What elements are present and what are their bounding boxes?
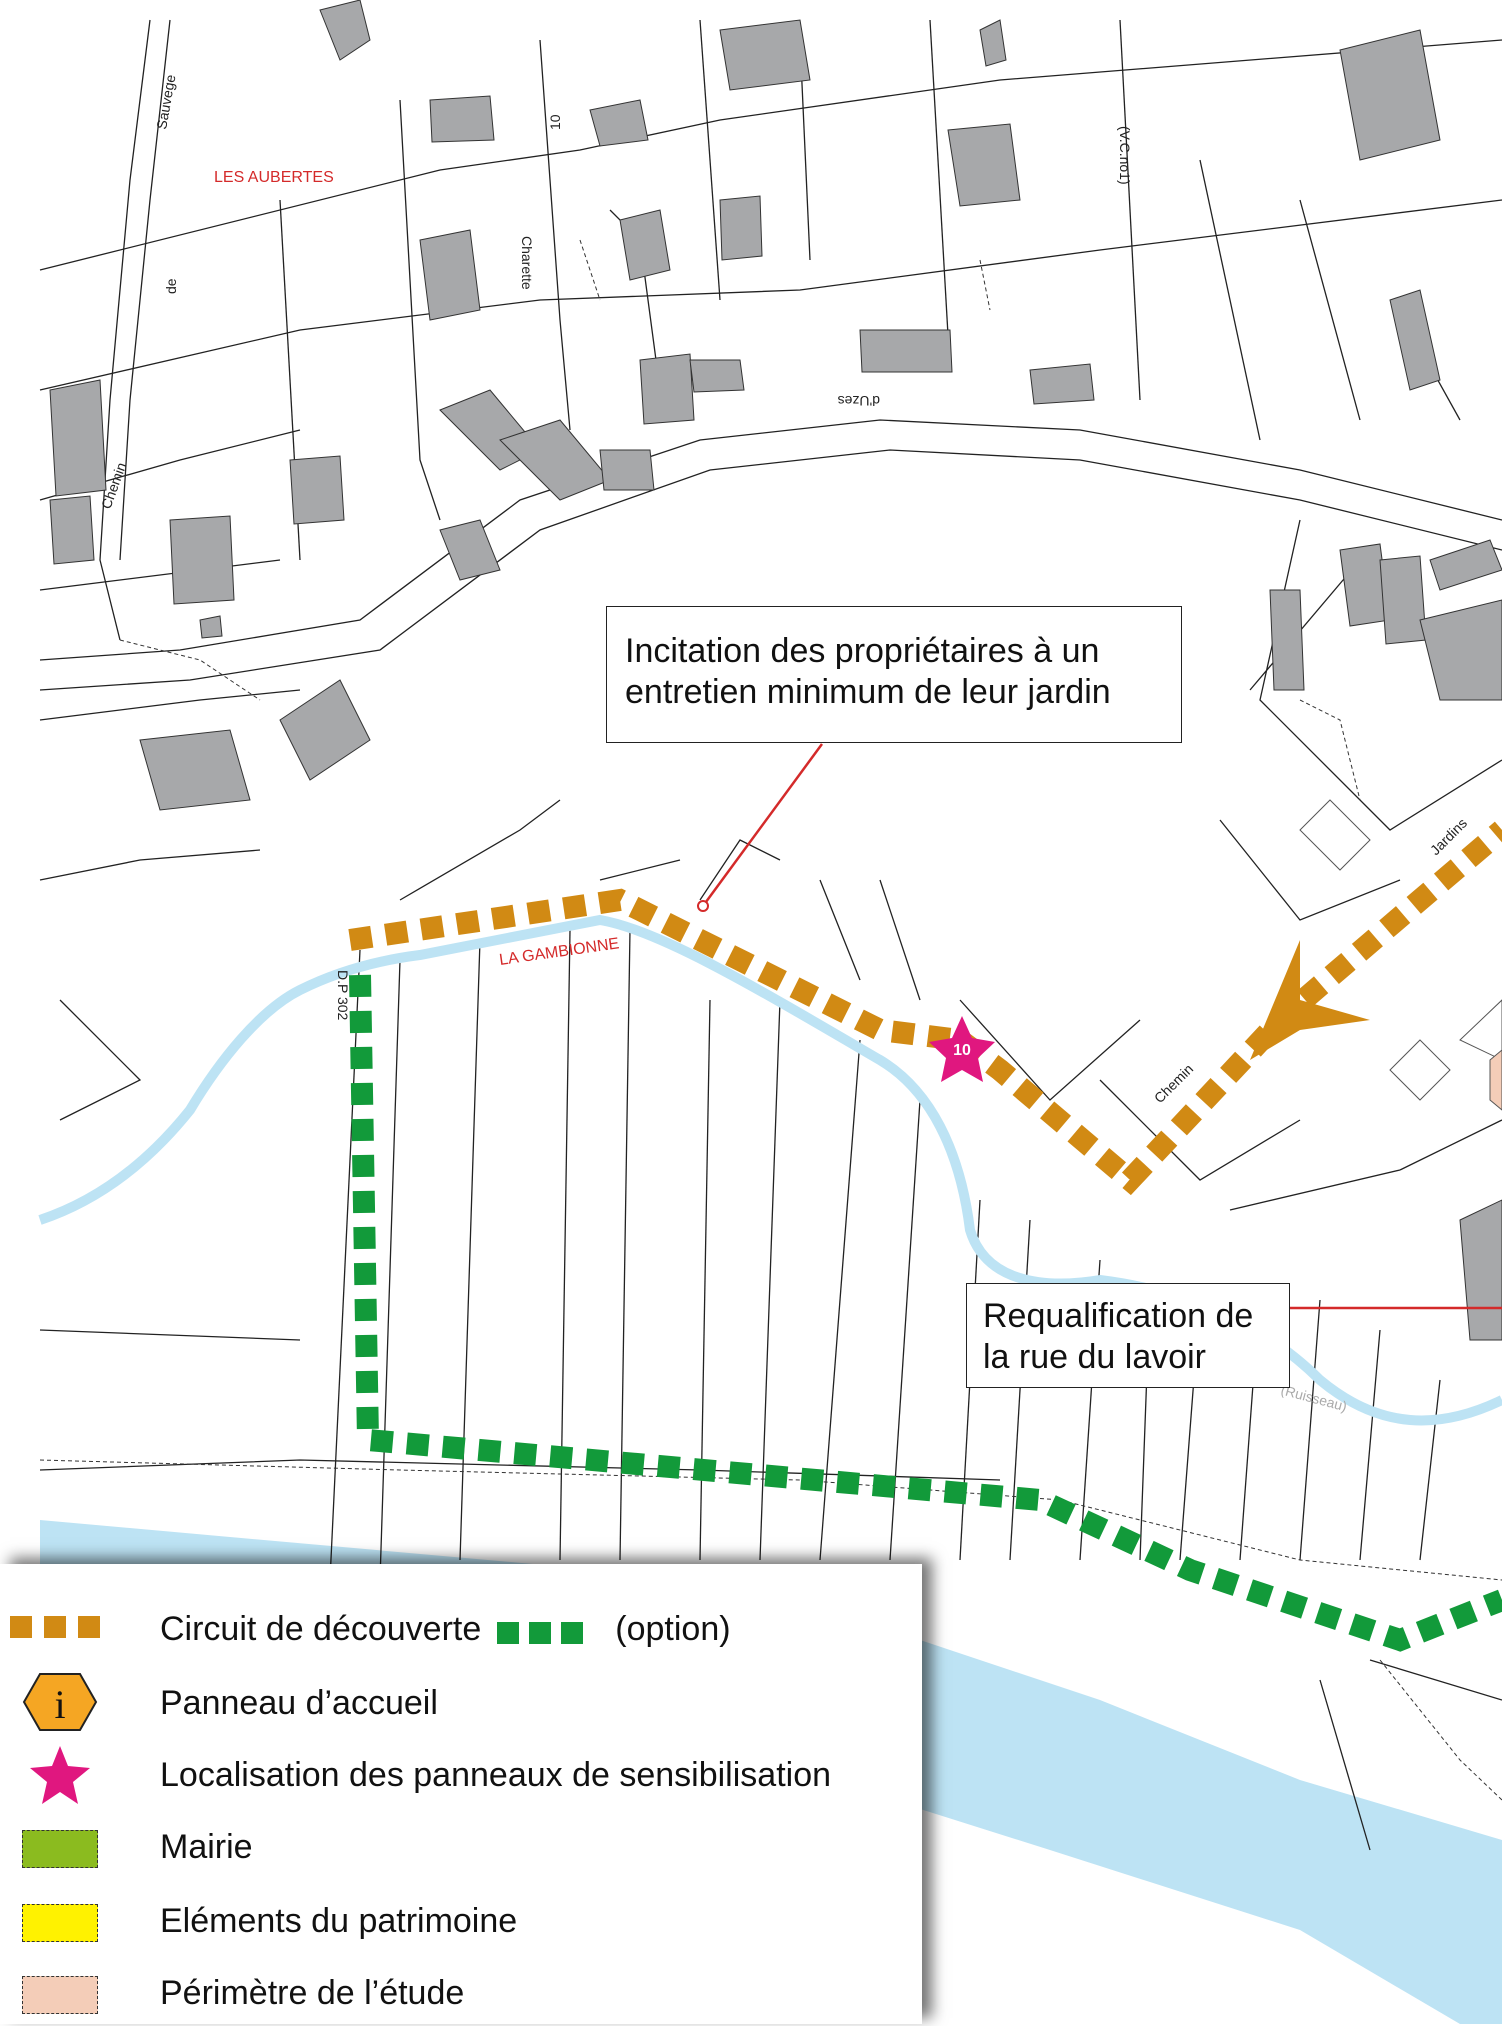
label-de: de (163, 278, 179, 294)
label-charette: Charette (519, 236, 535, 290)
legend-row-patrimoine: Eléments du patrimoine (0, 1884, 922, 1954)
label-ten: 10 (547, 114, 563, 130)
legend-perimetre-label: Périmètre de l’étude (160, 1974, 465, 2012)
heritage-building (1489, 1049, 1502, 1111)
parcel-lines (39, 19, 1502, 1851)
star-marker-number: 10 (953, 1042, 971, 1059)
legend-circuit-label: Circuit de découverte (160, 1610, 482, 1648)
circuit-decouverte (348, 821, 1502, 1196)
perimetre-swatch (22, 1976, 98, 2014)
label-duzes: d'Uzes (838, 393, 880, 409)
callout-lavoir: Requalification de la rue du lavoir (966, 1283, 1290, 1388)
callout-line-jardin (701, 743, 824, 907)
info-hexagon-icon: i (22, 1673, 98, 1731)
legend-sensibilisation-label: Localisation des panneaux de sensibilisa… (160, 1756, 832, 1794)
svg-text:i: i (54, 1682, 65, 1727)
option-swatch (497, 1612, 593, 1651)
legend-row-accueil: i Panneau d’accueil (0, 1666, 922, 1736)
legend-row-sensibilisation: Localisation des panneaux de sensibilisa… (0, 1738, 922, 1808)
legend-accueil-label: Panneau d’accueil (160, 1684, 438, 1722)
callout-anchor-jardin (697, 900, 709, 912)
callout-jardin-line1: Incitation des propriétaires à un (625, 632, 1100, 670)
mairie-swatch (22, 1830, 98, 1868)
legend-circuit-text: Circuit de découverte (option) (160, 1610, 731, 1651)
sensibilisation-star-marker (929, 1016, 995, 1082)
legend-mairie-label: Mairie (160, 1828, 253, 1866)
label-chemin-mid: Chemin (1151, 1061, 1196, 1106)
legend-patrimoine-label: Eléments du patrimoine (160, 1902, 518, 1940)
legend-row-mairie: Mairie (0, 1810, 922, 1880)
legend-option-label: (option) (615, 1610, 731, 1648)
legend-row-perimetre: Périmètre de l’étude (0, 1956, 922, 2026)
callout-jardin: Incitation des propriétaires à un entret… (606, 606, 1182, 743)
label-vc-no1: (V.C.no1) (1117, 126, 1133, 185)
legend-row-circuit: Circuit de découverte (option) (0, 1592, 922, 1662)
star-icon (30, 1746, 90, 1804)
callout-jardin-line2: entretien minimum de leur jardin (625, 672, 1111, 711)
callout-lavoir-line1: Requalification de (983, 1297, 1254, 1335)
legend-panel: Circuit de découverte (option) i Panneau … (0, 1564, 922, 2024)
label-dp302: D.P 302 (335, 970, 351, 1021)
patrimoine-swatch (22, 1904, 98, 1942)
label-sauvegarde: Sauvege (153, 73, 178, 130)
buildings (49, 0, 1502, 1341)
outlined-buildings (1299, 799, 1502, 1101)
circuit-swatch (10, 1616, 100, 1638)
label-les-aubertes: LES AUBERTES (214, 169, 334, 186)
callout-lavoir-line2: la rue du lavoir (983, 1337, 1207, 1376)
direction-arrow (1250, 940, 1370, 1060)
